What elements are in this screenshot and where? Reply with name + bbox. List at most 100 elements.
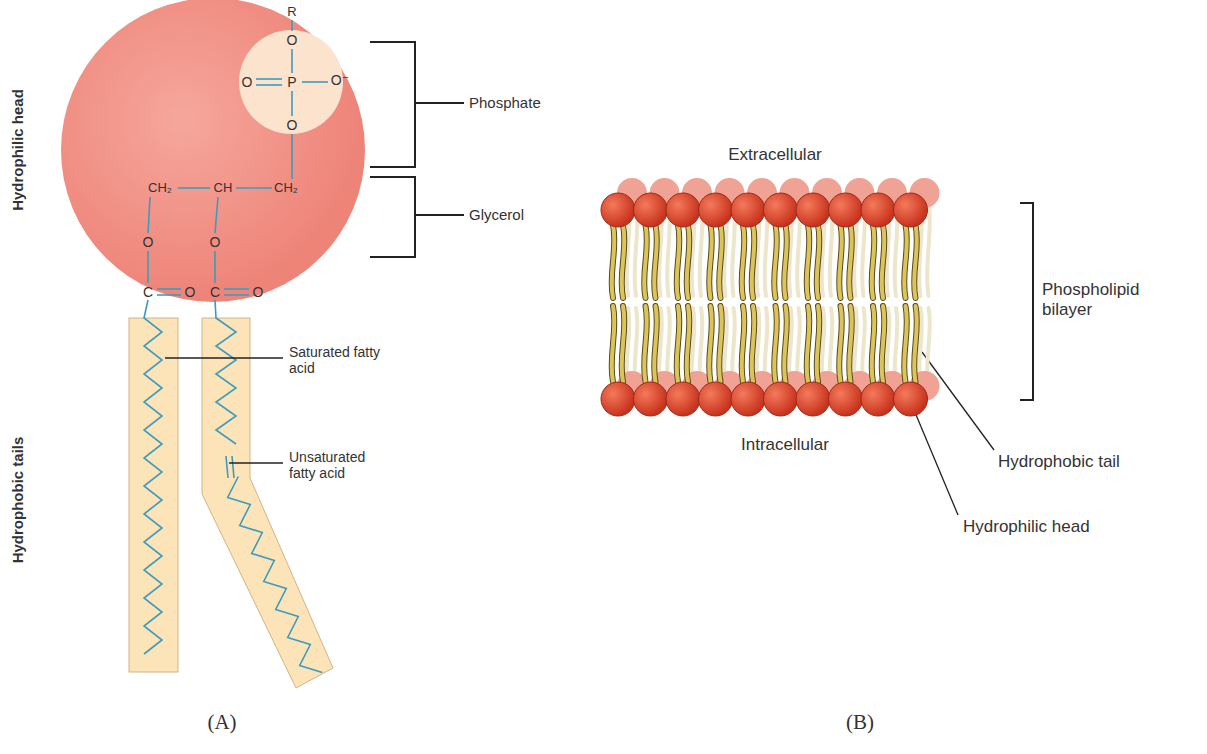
hydrophobic-tail xyxy=(622,225,625,298)
unsaturated-chain-lower xyxy=(228,477,323,673)
hydrophobic-tail xyxy=(612,225,615,298)
hydrophobic-tail xyxy=(654,306,657,382)
hydrophobic-tail xyxy=(817,225,820,298)
hydrophobic-tail xyxy=(612,306,615,382)
hydrophobic-tail xyxy=(654,306,657,382)
hydrophobic-tail xyxy=(839,306,842,382)
hydrophobic-tail xyxy=(742,306,745,382)
hydrophobic-tail xyxy=(687,225,690,298)
hydrophobic-tail xyxy=(644,306,647,382)
atom-label: O xyxy=(287,32,298,48)
back-tail xyxy=(927,200,930,296)
hydrophobic-tail xyxy=(677,225,680,298)
region-label: Intracellular xyxy=(741,435,829,455)
hydrophilic-head-circle xyxy=(61,0,365,302)
hydrophobic-tail xyxy=(719,306,722,382)
hydrophobic-tail xyxy=(622,306,625,382)
atom-label: O xyxy=(287,117,298,133)
hydrophobic-tail xyxy=(654,225,657,298)
part-label: Saturated fatty acid xyxy=(289,344,381,376)
part-label: Hydrophilic head xyxy=(963,517,1090,537)
hydrophilic-head xyxy=(601,193,635,227)
part-label: Phospholipid bilayer xyxy=(1042,280,1154,319)
hydrophilic-head xyxy=(634,193,668,227)
unsaturated-chain-upper xyxy=(215,300,236,444)
hydrophobic-tail xyxy=(644,306,647,382)
hydrophilic-head xyxy=(764,193,798,227)
axis-label: Hydrophilic head xyxy=(9,89,26,211)
hydrophobic-tail xyxy=(644,225,647,298)
hydrophobic-tail xyxy=(687,306,690,382)
part-label: Phosphate xyxy=(469,94,541,111)
hydrophobic-tail xyxy=(774,306,777,382)
hydrophilic-head xyxy=(731,193,765,227)
hydrophobic-tail xyxy=(742,225,745,298)
atom-label: P xyxy=(287,74,296,90)
hydrophobic-tail xyxy=(709,225,712,298)
hydrophilic-head xyxy=(699,382,733,416)
hydrophobic-tail xyxy=(784,225,787,298)
hydrophobic-tail xyxy=(719,225,722,298)
hydrophobic-tail xyxy=(817,225,820,298)
hydrophobic-tail xyxy=(784,306,787,382)
atom-label: O xyxy=(242,74,253,90)
hydrophilic-head xyxy=(861,382,895,416)
hydrophilic-head xyxy=(894,382,928,416)
part-label: Unsaturated fatty acid xyxy=(289,449,381,481)
hydrophobic-tail xyxy=(677,306,680,382)
hydrophobic-tail xyxy=(709,225,712,298)
hydrophilic-head xyxy=(764,382,798,416)
hydrophilic-head xyxy=(699,193,733,227)
hydrophobic-tail xyxy=(849,306,852,382)
hydrophobic-tail xyxy=(677,225,680,298)
hydrophobic-tail xyxy=(839,225,842,298)
atom-label: O xyxy=(185,284,196,300)
hydrophilic-head xyxy=(796,193,830,227)
phospholipid-bilayer xyxy=(601,178,940,416)
hydrophilic-head xyxy=(601,382,635,416)
atom-label: C xyxy=(210,284,220,300)
hydrophobic-tail xyxy=(654,225,657,298)
hydrophilic-head xyxy=(861,193,895,227)
hydrophobic-tail xyxy=(774,306,777,382)
hydrophilic-head xyxy=(634,382,668,416)
saturated-chain xyxy=(144,300,162,654)
hydrophobic-tail xyxy=(872,306,875,382)
hydrophilic-head xyxy=(666,193,700,227)
chemical-bonds xyxy=(148,20,328,295)
hydrophilic-head xyxy=(731,382,765,416)
hydrophobic-tail xyxy=(817,306,820,382)
panel-label: (A) xyxy=(207,710,236,734)
hydrophobic-tail xyxy=(817,306,820,382)
hydrophobic-tail xyxy=(904,225,907,298)
atom-label: R xyxy=(287,5,296,20)
atom-label: CH xyxy=(214,181,233,196)
hydrophobic-tail xyxy=(677,306,680,382)
hydrophilic-head xyxy=(666,382,700,416)
hydrophilic-head xyxy=(829,193,863,227)
hydrophobic-tail xyxy=(687,225,690,298)
hydrophobic-tail xyxy=(752,306,755,382)
hydrophobic-tail xyxy=(807,225,810,298)
hydrophobic-tail xyxy=(719,225,722,298)
hydrophobic-tail xyxy=(784,225,787,298)
hydrophobic-tail xyxy=(784,306,787,382)
hydrophobic-tail xyxy=(742,225,745,298)
hydrophobic-tail xyxy=(839,306,842,382)
atom-label: O xyxy=(210,234,221,250)
hydrophilic-head xyxy=(894,193,928,227)
hydrophobic-tail xyxy=(904,306,907,382)
hydrophobic-tail xyxy=(849,225,852,298)
hydrophobic-tail xyxy=(752,225,755,298)
atom-label: O xyxy=(143,234,154,250)
hydrophobic-tail xyxy=(807,225,810,298)
hydrophobic-tail xyxy=(849,306,852,382)
hydrophobic-tail xyxy=(839,225,842,298)
hydrophilic-head xyxy=(829,382,863,416)
hydrophobic-tail xyxy=(904,306,907,382)
hydrophobic-tail xyxy=(622,306,625,382)
double-bond xyxy=(226,456,228,478)
panel-label: (B) xyxy=(846,710,874,734)
